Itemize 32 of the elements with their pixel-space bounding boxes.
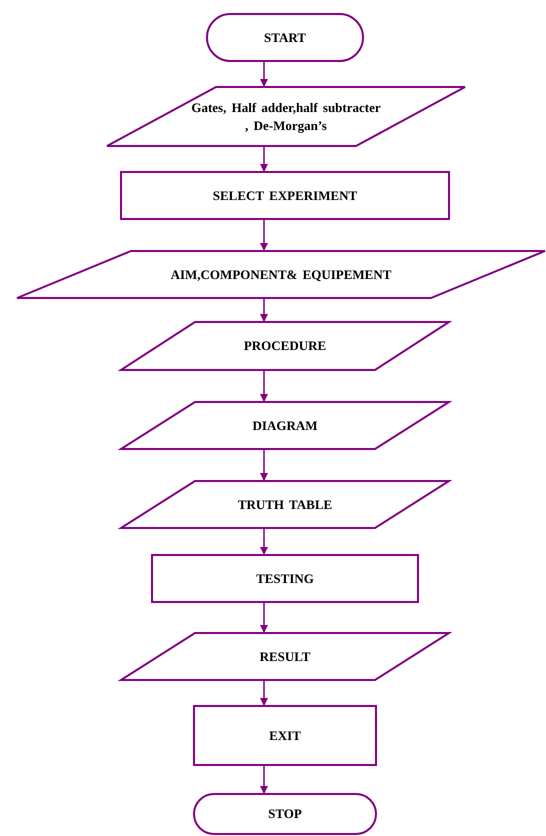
node-label: DIAGRAM [252, 416, 318, 434]
arrow [260, 62, 268, 87]
node-label: STOP [268, 805, 302, 823]
process-box [120, 171, 450, 220]
node-label: START [264, 28, 306, 46]
input-output-parallelogram [120, 632, 450, 681]
arrow [260, 450, 268, 481]
process-box [151, 554, 419, 603]
input-output-parallelogram [120, 321, 450, 371]
arrow [260, 371, 268, 402]
node-label: RESULT [260, 648, 310, 666]
arrow [260, 681, 268, 706]
node-label: EXIT [269, 726, 301, 744]
arrow [260, 603, 268, 633]
terminal-shape [193, 793, 377, 835]
node-label: TRUTH TABLE [238, 496, 332, 514]
node-label: PROCEDURE [244, 337, 326, 355]
process-box [193, 705, 377, 766]
input-output-parallelogram [120, 401, 450, 450]
arrow [260, 220, 268, 251]
arrow [260, 529, 268, 555]
terminal-shape [206, 13, 364, 62]
arrow [260, 147, 268, 172]
node-label: TESTING [256, 570, 314, 588]
arrow [260, 299, 268, 322]
node-label: SELECT EXPERIMENT [212, 186, 358, 204]
node-label: AIM,COMPONENT& EQUIPEMENT [170, 266, 392, 284]
input-output-parallelogram [120, 480, 450, 529]
input-output-parallelogram [16, 250, 546, 299]
arrow [260, 766, 268, 794]
node-label: Gates, Half adder,half subtracter , De-Morgan’s [191, 98, 381, 134]
input-output-parallelogram [106, 86, 466, 147]
